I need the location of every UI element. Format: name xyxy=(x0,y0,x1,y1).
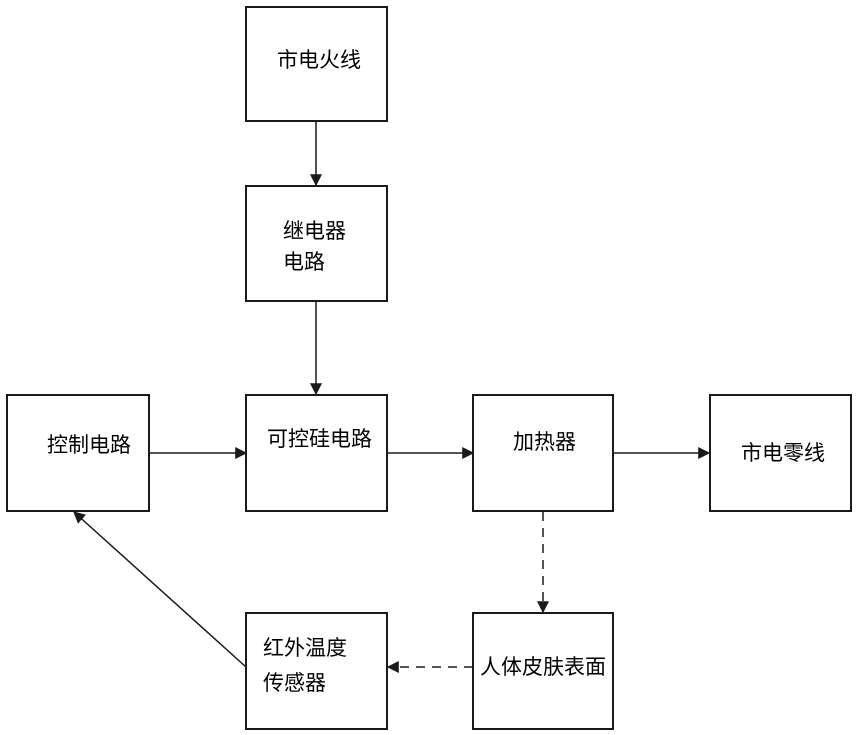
heater-box: 加热器 xyxy=(472,394,614,512)
relay-circuit-box: 继电器 电路 xyxy=(245,185,388,302)
control-circuit-box: 控制电路 xyxy=(6,394,150,512)
heater-label: 加热器 xyxy=(513,430,576,454)
arrow-sensor-to-control xyxy=(73,511,247,668)
relay-circuit-label-line1: 继电器 xyxy=(283,219,346,243)
mains-neutral-label: 市电零线 xyxy=(741,441,825,465)
ir-temp-sensor-label-line2: 传感器 xyxy=(263,671,326,695)
ir-temp-sensor-label-line1: 红外温度 xyxy=(263,636,347,660)
mains-live-label: 市电火线 xyxy=(277,48,361,72)
ir-temp-sensor-box: 红外温度 传感器 xyxy=(245,612,388,730)
mains-live-box: 市电火线 xyxy=(245,6,388,122)
skin-surface-label: 人体皮肤表面 xyxy=(480,655,606,679)
scr-circuit-label: 可控硅电路 xyxy=(267,427,372,451)
control-circuit-label: 控制电路 xyxy=(47,433,131,457)
scr-circuit-box: 可控硅电路 xyxy=(245,394,388,512)
mains-neutral-box: 市电零线 xyxy=(709,394,852,512)
skin-surface-box: 人体皮肤表面 xyxy=(472,612,614,730)
relay-circuit-label-line2: 电路 xyxy=(283,250,325,274)
